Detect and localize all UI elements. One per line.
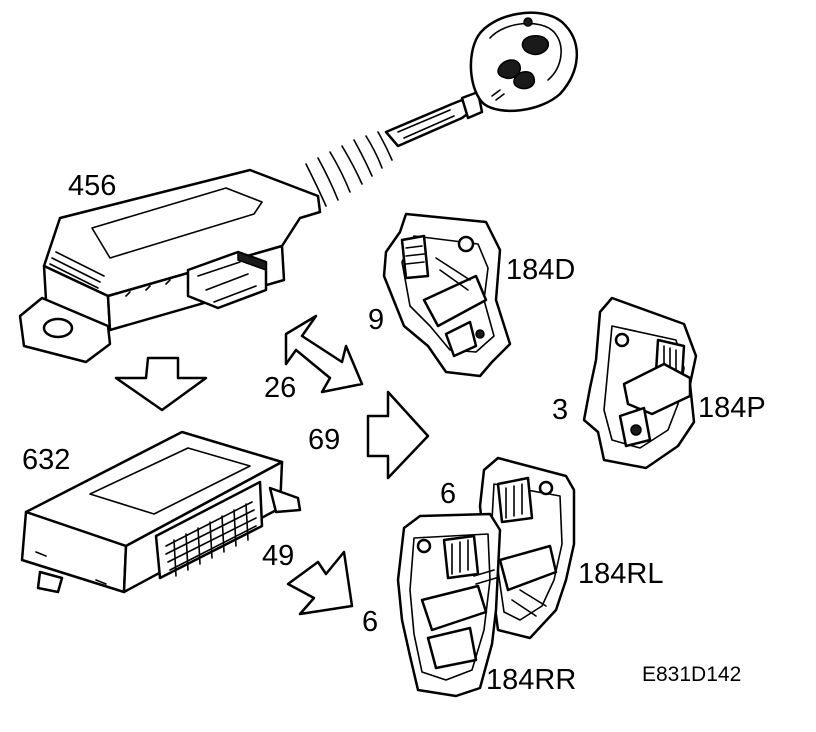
arrow-to-rear-locks <box>286 550 354 616</box>
label-9: 9 <box>368 304 385 336</box>
module-632 <box>20 430 302 594</box>
remote-key <box>384 11 578 148</box>
label-26: 26 <box>264 372 297 404</box>
arrow-to-184P <box>366 390 430 480</box>
arrow-to-184D <box>284 314 364 394</box>
label-6-rear-right: 6 <box>362 606 379 638</box>
signal-waves <box>305 131 393 207</box>
arrow-456-to-632 <box>114 356 208 412</box>
label-632: 632 <box>22 444 71 476</box>
lock-184RL <box>478 456 576 640</box>
label-184RL: 184RL <box>578 558 664 590</box>
label-456: 456 <box>68 170 117 202</box>
lock-184RR <box>396 512 502 698</box>
label-3: 3 <box>552 394 569 426</box>
label-6-rear-left: 6 <box>440 478 457 510</box>
label-184P: 184P <box>698 392 766 424</box>
module-456 <box>18 168 322 364</box>
label-69: 69 <box>308 424 341 456</box>
label-184D: 184D <box>506 254 576 286</box>
reference-code: E831D142 <box>642 663 742 686</box>
label-49: 49 <box>262 540 295 572</box>
label-184RR: 184RR <box>486 664 577 696</box>
lock-184P <box>582 296 698 470</box>
lock-184D <box>382 212 512 378</box>
